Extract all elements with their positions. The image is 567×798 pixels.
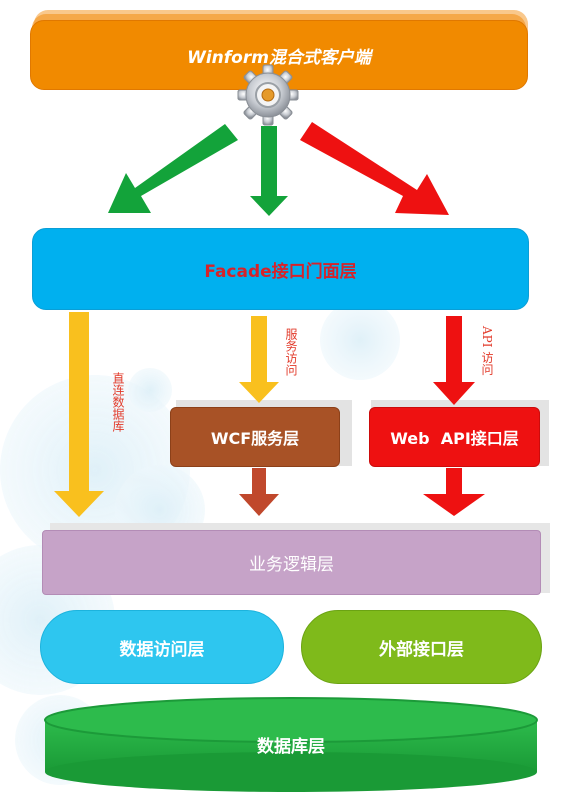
database-layer-label: 数据库层 xyxy=(257,736,325,757)
facade-layer: Facade接口门面层 xyxy=(32,228,529,310)
arrow-client-to-facade-right xyxy=(300,122,449,215)
wcf-layer: WCF服务层 xyxy=(170,407,340,467)
facade-layer-label: Facade接口门面层 xyxy=(204,261,357,282)
service-access-label: 服务访问 xyxy=(284,328,298,376)
webapi-layer-label: Web API接口层 xyxy=(390,429,519,448)
arrow-facade-to-webapi xyxy=(433,316,475,405)
arrow-client-to-facade-left xyxy=(108,124,238,213)
business-layer-label: 业务逻辑层 xyxy=(249,555,334,575)
webapi-layer: Web API接口层 xyxy=(369,407,540,467)
arrow-wcf-to-business xyxy=(239,468,279,516)
gear-icon xyxy=(237,64,299,126)
data-access-layer-label: 数据访问层 xyxy=(119,639,205,660)
business-layer: 业务逻辑层 xyxy=(42,530,541,595)
api-access-label: API 访问 xyxy=(480,326,494,376)
database-layer: 数据库层 xyxy=(45,722,537,766)
arrow-client-to-facade-center xyxy=(250,126,288,216)
direct-db-label: 直连数据库 xyxy=(111,372,125,432)
arrow-direct-db xyxy=(54,312,104,517)
arrow-facade-to-wcf xyxy=(239,316,279,403)
data-access-layer: 数据访问层 xyxy=(40,610,284,684)
arrow-webapi-to-business xyxy=(423,468,485,516)
external-layer: 外部接口层 xyxy=(301,610,542,684)
wcf-layer-label: WCF服务层 xyxy=(210,429,300,448)
client-layer-label: Winform混合式客户端 xyxy=(187,47,371,68)
database-cylinder xyxy=(44,697,538,792)
external-layer-label: 外部接口层 xyxy=(379,639,464,660)
